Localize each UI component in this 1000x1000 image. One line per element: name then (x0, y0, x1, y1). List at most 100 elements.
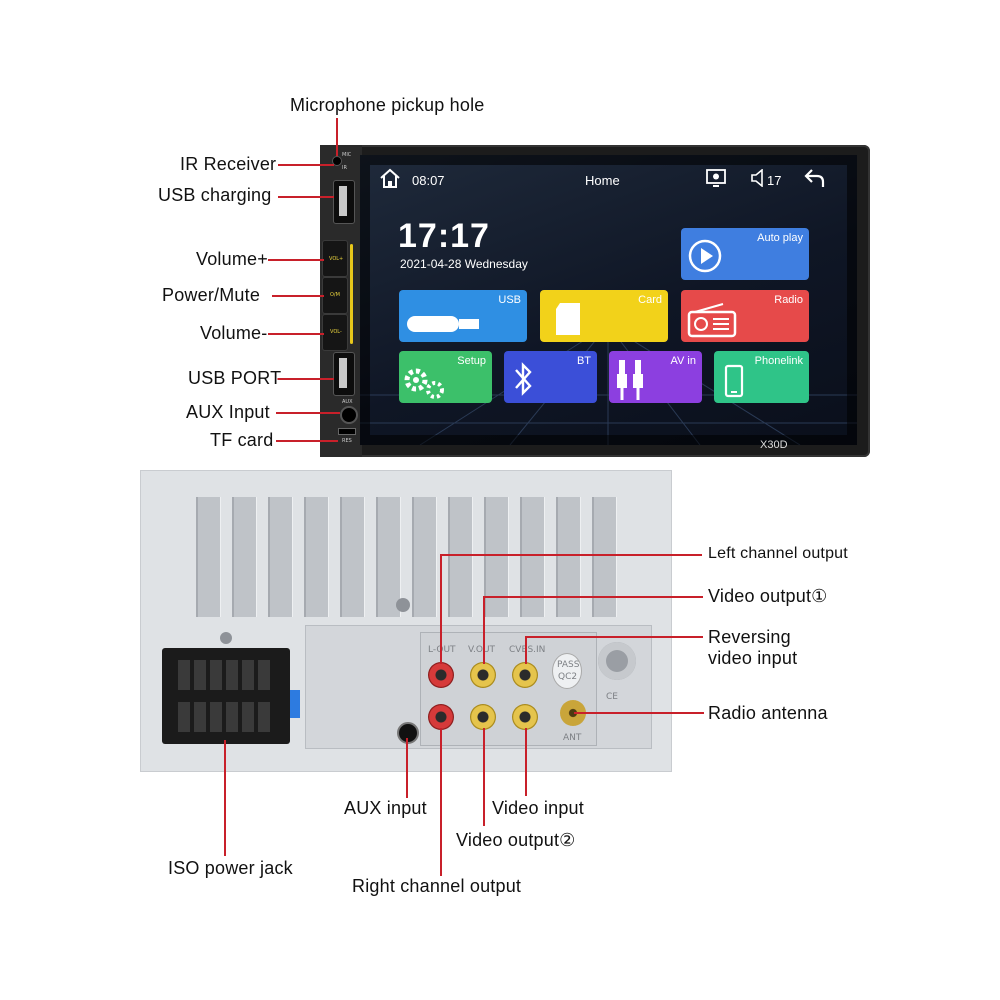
line-video-out1-h (483, 596, 703, 598)
tile-phonelink[interactable]: Phonelink (714, 351, 809, 403)
phone-icon (724, 364, 744, 398)
pass-label: PASS (557, 660, 580, 670)
usb-charging-inner (339, 186, 347, 216)
tile-usb[interactable]: USB (399, 290, 527, 342)
rca-panel (420, 632, 597, 746)
sd-card-icon (556, 303, 580, 335)
vol-minus-label: VOL- (330, 329, 342, 335)
line-mic (336, 118, 338, 156)
rca-right-out[interactable] (428, 704, 454, 730)
callout-aux-input: AUX input (344, 798, 427, 818)
rca-reversing-input[interactable] (512, 662, 538, 688)
callout-reversing-2: video input (708, 648, 798, 668)
cvbsin-label: CVBS.IN (509, 645, 546, 655)
rca-video-out-2[interactable] (470, 704, 496, 730)
volume-icon[interactable] (750, 169, 768, 187)
heatsink-fin (376, 497, 401, 617)
volume-up-button[interactable] (322, 240, 348, 277)
power-mute-button[interactable] (322, 277, 348, 314)
line-aux (276, 412, 340, 414)
line-reversing-h (525, 636, 703, 638)
aux-jack[interactable] (340, 406, 358, 424)
home-icon[interactable] (378, 167, 402, 189)
vol-plus-label: VOL+ (329, 256, 344, 262)
line-vol-up (268, 259, 324, 261)
heatsink-fin (448, 497, 473, 617)
line-ir (278, 164, 334, 166)
heatsink-fin (412, 497, 437, 617)
tile-bt[interactable]: BT (504, 351, 597, 403)
tile-setup-label: Setup (457, 355, 486, 367)
volume-down-button[interactable] (322, 314, 348, 351)
callout-tf: TF card (210, 430, 274, 450)
callout-iso: ISO power jack (168, 858, 293, 878)
tile-radio[interactable]: Radio (681, 290, 809, 342)
model-label: X30D (760, 439, 788, 451)
play-icon (688, 239, 722, 273)
aux-input-rear[interactable] (397, 722, 419, 744)
iso-pins-top (178, 660, 274, 690)
line-left-channel-h (440, 554, 702, 556)
rca-video-input[interactable] (512, 704, 538, 730)
callout-power: Power/Mute (162, 285, 261, 305)
callout-antenna: Radio antenna (708, 703, 828, 723)
callout-mic: Microphone pickup hole (290, 95, 485, 115)
callout-usb-charging: USB charging (158, 185, 272, 205)
vout-label: V.OUT (468, 645, 496, 655)
tile-avin-label: AV in (670, 355, 696, 367)
tile-autoplay[interactable]: Auto play (681, 228, 809, 280)
heatsink-fin (556, 497, 581, 617)
power-label: O/M (330, 292, 340, 298)
iso-screw (220, 632, 232, 644)
callout-vol-up: Volume+ (196, 249, 268, 269)
callout-video-input: Video input (492, 798, 584, 818)
date: 2021-04-28 Wednesday (400, 257, 528, 271)
rca-video-out-1[interactable] (470, 662, 496, 688)
tile-card-label: Card (638, 294, 662, 306)
fuse (290, 690, 300, 718)
callout-ir: IR Receiver (180, 154, 277, 174)
bluetooth-icon (515, 362, 532, 396)
tile-avin[interactable]: AV in (609, 351, 702, 403)
heatsink-fin (196, 497, 221, 617)
mic-hole (332, 156, 342, 166)
line-video-input (525, 728, 527, 796)
touch-screen[interactable]: 08:07 Home 17 17:17 2021-04-28 Wednesday… (360, 155, 857, 445)
line-aux-input (406, 738, 408, 798)
callout-usb-port: USB PORT (188, 368, 282, 388)
line-power (272, 295, 324, 297)
brightness-icon[interactable] (705, 168, 727, 188)
clock: 17:17 (398, 217, 490, 255)
heatsink-fin (268, 497, 293, 617)
iso-pins-bottom (178, 702, 274, 732)
line-reversing-v (525, 636, 527, 664)
tile-radio-label: Radio (774, 294, 803, 306)
ant-label: ANT (563, 733, 582, 743)
usb-port-inner (339, 358, 347, 388)
pass-sticker (552, 653, 582, 689)
line-usb-port (276, 378, 334, 380)
aux-label: AUX (342, 399, 353, 405)
tile-autoplay-label: Auto play (757, 232, 803, 244)
yellow-led-strip (350, 244, 353, 344)
tile-card[interactable]: Card (540, 290, 668, 342)
line-iso (224, 740, 226, 856)
tile-bt-label: BT (576, 355, 591, 367)
rca-left-out[interactable] (428, 662, 454, 688)
tf-card-slot[interactable] (338, 428, 356, 435)
tile-setup[interactable]: Setup (399, 351, 492, 403)
callout-right-channel: Right channel output (352, 876, 522, 896)
line-antenna (574, 712, 704, 714)
ir-label: IR (342, 165, 347, 171)
qc-label: QC2 (558, 672, 578, 682)
callout-vol-down: Volume- (200, 323, 268, 343)
heatsink-fin (232, 497, 257, 617)
round-port (598, 642, 636, 680)
mic-label: MIC (342, 152, 352, 158)
callout-video-out2: Video output② (456, 830, 576, 850)
heatsink-fin (520, 497, 545, 617)
back-icon[interactable] (803, 167, 827, 189)
ce-label: CE (606, 692, 618, 702)
line-video-out1-v (483, 596, 485, 664)
heatsink-fin (340, 497, 365, 617)
